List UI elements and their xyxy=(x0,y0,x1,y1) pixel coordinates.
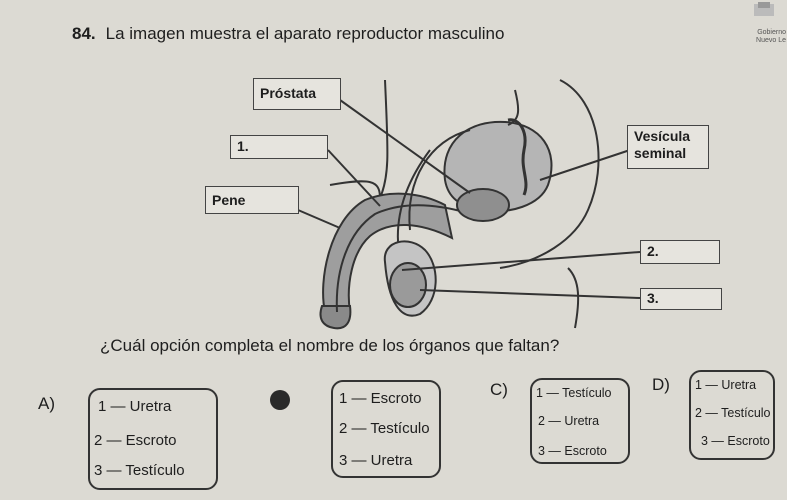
label-vesicula-seminal: Vesícula seminal xyxy=(627,125,709,169)
label-vesicula-line1: Vesícula xyxy=(634,128,691,144)
government-logo: Gobierno Nuevo Le xyxy=(742,2,787,48)
option-b-line-1: 1 — Escroto xyxy=(339,390,422,407)
option-a-letter[interactable]: A) xyxy=(38,394,55,413)
option-a-line-3: 3 — Testículo xyxy=(94,462,185,479)
option-b-marker[interactable] xyxy=(270,390,290,410)
option-d-line-1: 1 — Uretra xyxy=(695,378,757,392)
option-c-letter[interactable]: C) xyxy=(490,380,508,399)
option-a-line-1: 1 — Uretra xyxy=(98,398,172,415)
seal-icon xyxy=(754,2,774,16)
question-number: 84. xyxy=(72,24,96,43)
logo-text-2: Nuevo Le xyxy=(756,37,786,44)
option-d-box[interactable]: 1 — Uretra 2 — Testículo 3 — Escroto xyxy=(689,370,775,460)
logo-text-1: Gobierno xyxy=(757,29,786,36)
option-c-line-3: 3 — Escroto xyxy=(538,444,607,458)
option-c-box[interactable]: 1 — Testículo 2 — Uretra 3 — Escroto xyxy=(530,378,630,464)
label-pene: Pene xyxy=(205,186,299,214)
label-blank-3: 3. xyxy=(640,288,722,310)
label-vesicula-line2: seminal xyxy=(634,145,687,161)
option-d-letter[interactable]: D) xyxy=(652,375,670,394)
option-d-line-2: 2 — Testículo xyxy=(695,406,771,420)
option-c-line-1: 1 — Testículo xyxy=(536,386,612,400)
question-header: 84. La imagen muestra el aparato reproduc… xyxy=(72,24,504,44)
label-blank-2: 2. xyxy=(640,240,720,264)
option-a-line-2: 2 — Escroto xyxy=(94,432,177,449)
label-blank-1: 1. xyxy=(230,135,328,159)
option-b-line-2: 2 — Testículo xyxy=(339,420,430,437)
option-a-box[interactable]: 1 — Uretra 2 — Escroto 3 — Testículo xyxy=(88,388,218,490)
label-prostata: Próstata xyxy=(253,78,341,110)
question-text: ¿Cuál opción completa el nombre de los ó… xyxy=(100,336,560,355)
option-b-line-3: 3 — Uretra xyxy=(339,452,413,469)
question-title: La imagen muestra el aparato reproductor… xyxy=(105,24,505,43)
option-c-line-2: 2 — Uretra xyxy=(538,414,600,428)
option-d-line-3: 3 — Escroto xyxy=(701,434,770,448)
option-b-box[interactable]: 1 — Escroto 2 — Testículo 3 — Uretra xyxy=(331,380,441,478)
